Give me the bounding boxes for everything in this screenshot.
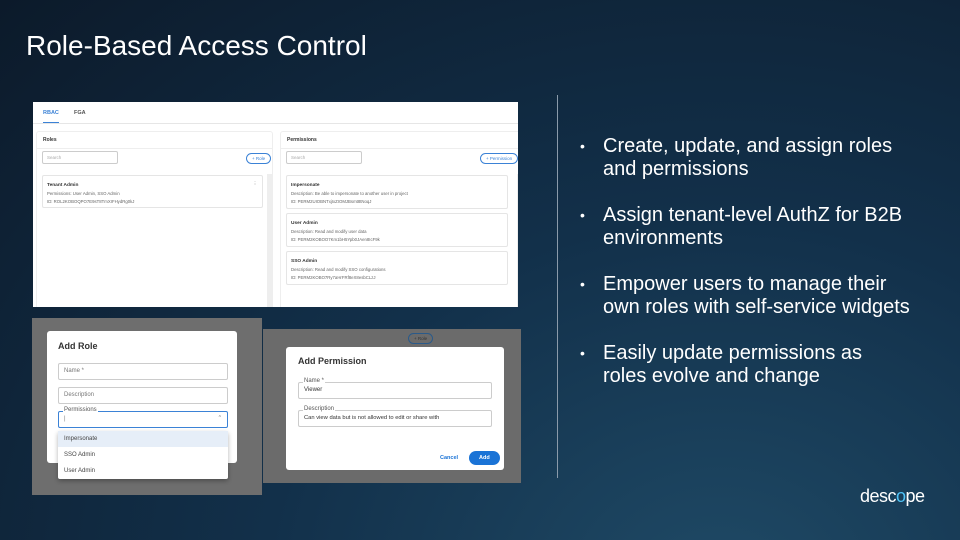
permissions-label: Permissions: [63, 407, 98, 414]
dialog-title: Add Permission: [298, 356, 367, 366]
option-user-admin[interactable]: User Admin: [64, 468, 96, 474]
add-permission-dialog: Add Permission Name * Viewer Description…: [286, 347, 504, 470]
permission-name: User Admin: [291, 221, 318, 226]
bullet-list: •Create, update, and assign roles and pe…: [580, 135, 910, 411]
chevron-up-icon[interactable]: ^: [218, 415, 221, 421]
permission-id: ID: PERM2KOBO7Ry7aHrFRf8eX8esbCLzJ: [291, 275, 376, 280]
permissions-heading: Permissions: [281, 132, 518, 149]
permissions-panel: Permissions Search + Permission Imperson…: [280, 131, 518, 307]
tab-fga[interactable]: FGA: [74, 110, 86, 116]
permission-card[interactable]: Impersonate Description: Be able to impe…: [286, 175, 508, 209]
add-role-screenshot: Add Role Name * Description Permissions|…: [32, 318, 262, 495]
descope-logo: descope: [860, 486, 925, 506]
description-value: Can view data but is not allowed to edit…: [304, 415, 440, 421]
permission-id: ID: PERM2UIOBNTxjIxZIOMJBsmt8tNoqJ: [291, 199, 372, 204]
rbac-screenshot: RBAC FGA Roles Search + Role Tenant Admi…: [33, 102, 518, 307]
bullet-text: Create, update, and assign roles and per…: [603, 135, 893, 180]
permission-id: ID: PERM2KOBOO7Km1bH5Ypb0JAen8IcF9k: [291, 237, 380, 242]
roles-heading: Roles: [37, 132, 272, 149]
permission-description: Description: Read and modify user data: [291, 229, 367, 234]
option-sso-admin[interactable]: SSO Admin: [64, 452, 96, 458]
scrollbar[interactable]: [517, 174, 518, 307]
permission-card[interactable]: User Admin Description: Read and modify …: [286, 213, 508, 247]
permissions-dropdown: Impersonate SSO Admin User Admin: [58, 431, 228, 479]
permission-card[interactable]: SSO Admin Description: Read and modify S…: [286, 251, 508, 285]
role-name: Tenant Admin: [47, 183, 79, 188]
bullet-text: Empower users to manage their own roles …: [603, 273, 910, 318]
roles-search-input[interactable]: Search: [42, 151, 118, 164]
roles-panel: Roles Search + Role Tenant Admin Permiss…: [36, 131, 273, 307]
tab-bar: RBAC FGA: [33, 102, 518, 124]
bullet-item: •Create, update, and assign roles and pe…: [580, 135, 893, 180]
bullet-item: •Easily update permissions as roles evol…: [580, 342, 863, 387]
more-icon[interactable]: ⋮: [252, 181, 257, 186]
permission-name: SSO Admin: [291, 259, 318, 264]
role-card[interactable]: Tenant Admin Permissions: User Admin, SS…: [42, 175, 263, 208]
permissions-select[interactable]: Permissions| ^: [58, 407, 228, 428]
dialog-title: Add Role: [58, 341, 98, 351]
permission-description: Description: Read and modify SSO configu…: [291, 267, 386, 272]
cancel-button[interactable]: Cancel: [440, 455, 459, 461]
divider: [557, 95, 558, 478]
tab-rbac[interactable]: RBAC: [43, 110, 59, 123]
bullet-text: Assign tenant-level AuthZ for B2B enviro…: [603, 204, 903, 249]
permissions-search-input[interactable]: Search: [286, 151, 362, 164]
description-input[interactable]: Description: [58, 387, 228, 404]
role-permissions: Permissions: User Admin, SSO Admin: [47, 191, 120, 196]
scrollbar[interactable]: [267, 174, 272, 307]
name-input[interactable]: Name *: [58, 363, 228, 380]
add-permission-screenshot: + Role Add Permission Name * Viewer Desc…: [263, 329, 521, 483]
bullet-text: Easily update permissions as roles evolv…: [603, 342, 863, 387]
add-role-button[interactable]: + Role: [246, 153, 272, 164]
description-label: Description: [303, 406, 336, 413]
slide-title: Role-Based Access Control: [26, 30, 367, 61]
option-impersonate[interactable]: Impersonate: [58, 431, 228, 447]
name-label: Name *: [303, 378, 326, 385]
permission-description: Description: Be able to impersonate to a…: [291, 191, 408, 196]
add-role-button-bg: + Role: [408, 333, 434, 344]
add-permission-button[interactable]: + Permission: [480, 153, 518, 164]
role-id: ID: ROL2KOBOQPO7E9sT8TmXIFHydRg0kJ: [47, 199, 135, 204]
name-value: Viewer: [304, 387, 323, 393]
bullet-item: •Assign tenant-level AuthZ for B2B envir…: [580, 204, 903, 249]
bullet-item: •Empower users to manage their own roles…: [580, 273, 910, 318]
add-button[interactable]: Add: [469, 451, 500, 465]
description-input[interactable]: Description Can view data but is not all…: [298, 406, 492, 427]
name-input[interactable]: Name * Viewer: [298, 378, 492, 399]
permission-name: Impersonate: [291, 183, 320, 188]
